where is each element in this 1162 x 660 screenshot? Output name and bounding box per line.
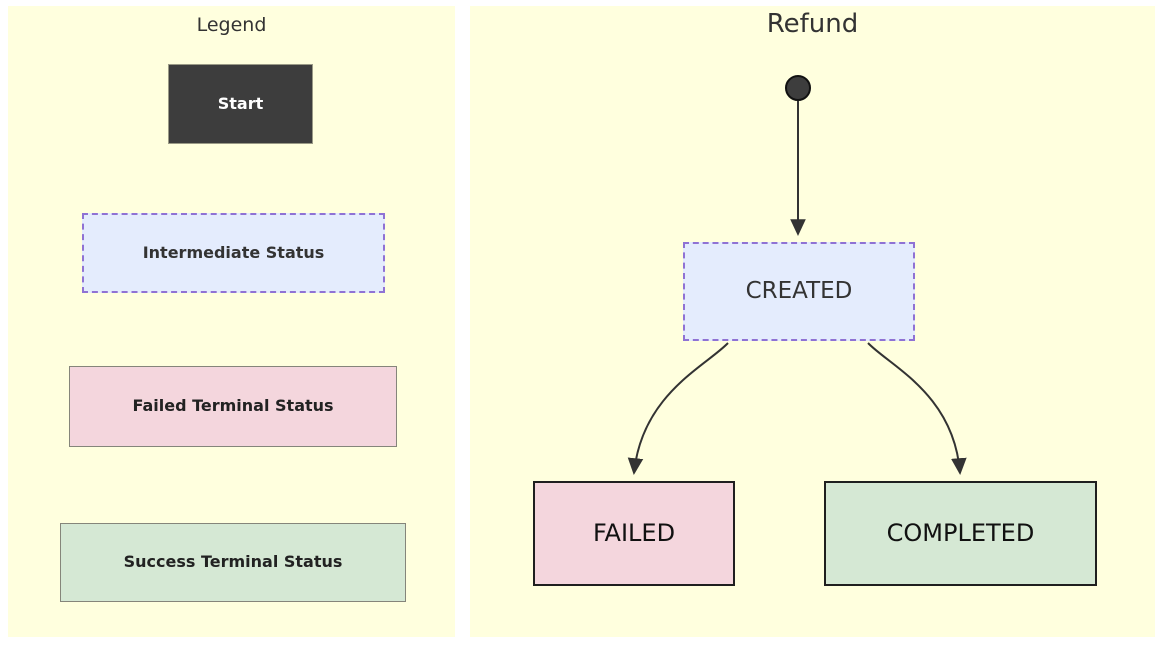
state-node-completed[interactable]: COMPLETED bbox=[824, 481, 1097, 586]
state-node-failed-label: FAILED bbox=[592, 518, 676, 547]
edge-created-to-failed bbox=[627, 342, 729, 475]
legend-item-start-label: Start bbox=[217, 93, 264, 113]
state-node-failed[interactable]: FAILED bbox=[533, 481, 735, 586]
refund-title: Refund bbox=[766, 9, 859, 39]
refund-panel: Refund CREATED FAILED CO bbox=[470, 6, 1155, 637]
legend-item-intermediate-status-label: Intermediate Status bbox=[142, 242, 325, 262]
legend-item-intermediate-status[interactable]: Intermediate Status bbox=[82, 213, 385, 293]
legend-item-failed-terminal-status-label: Failed Terminal Status bbox=[132, 396, 334, 416]
legend-title: Legend bbox=[196, 14, 267, 36]
state-node-completed-label: COMPLETED bbox=[886, 518, 1035, 547]
legend-panel: Legend Start Intermediate Status Failed … bbox=[8, 6, 455, 637]
legend-item-start[interactable]: Start bbox=[168, 64, 313, 144]
legend-item-success-terminal-status-label: Success Terminal Status bbox=[123, 552, 343, 572]
legend-item-failed-terminal-status[interactable]: Failed Terminal Status bbox=[69, 366, 397, 447]
state-node-created-label: CREATED bbox=[745, 278, 853, 305]
legend-item-success-terminal-status[interactable]: Success Terminal Status bbox=[60, 523, 406, 602]
state-node-created[interactable]: CREATED bbox=[683, 242, 915, 341]
start-point-node[interactable] bbox=[785, 75, 811, 101]
edge-created-to-completed bbox=[867, 342, 967, 475]
